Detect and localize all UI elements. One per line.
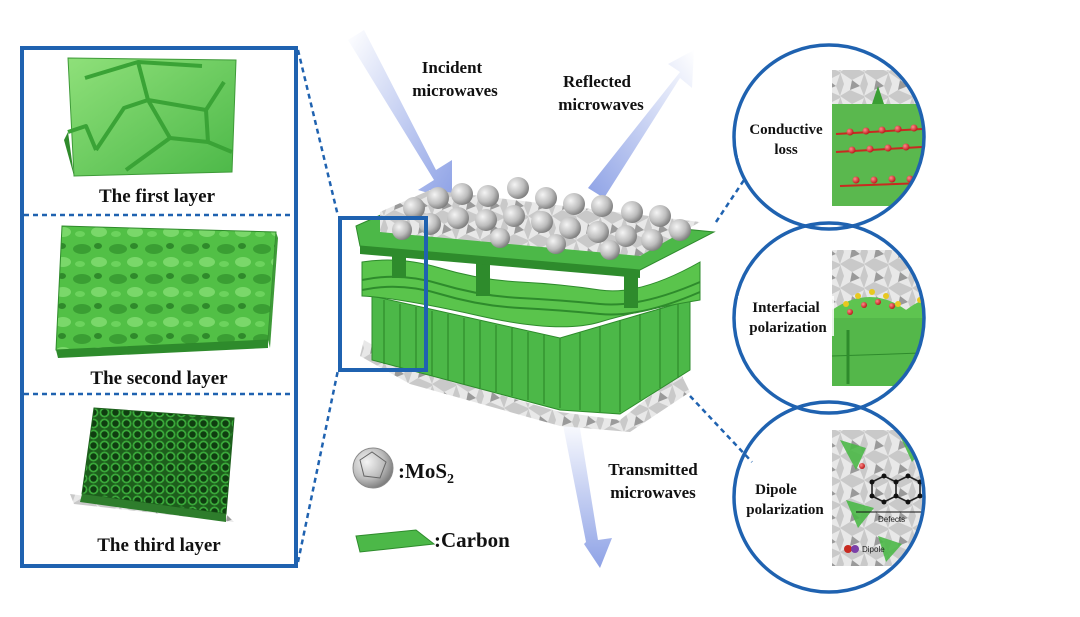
mos2-legend-label: :MoS2 [398,459,454,487]
defects-tag: Defects [878,515,905,524]
carbon-legend-icon [355,529,436,553]
svg-text:Reflected: Reflected [563,72,632,91]
dipole-polarization-label-line2: polarization [746,502,824,518]
second-layer-caption: The second layer [90,368,228,389]
reflected-arrow [588,50,694,198]
mechanism-connector-bottom [689,395,753,463]
third-layer-caption: The third layer [97,535,221,556]
zoom-connector-bottom [296,369,340,563]
interfacial-polarization-panel: Interfacial polarization [732,221,926,415]
transmitted-label: Transmitted microwaves [608,460,698,502]
zoom-box [338,216,428,372]
conductive-loss-label: Conductive [749,122,823,138]
second-layer-image [55,225,278,358]
incident-arrow [348,30,452,200]
svg-text:Incident: Incident [422,58,483,77]
reflected-label: Reflected microwaves [558,72,644,114]
svg-text:microwaves: microwaves [610,483,696,502]
zoom-connector-top [296,49,340,217]
dipole-polarization-label: Dipole [755,482,797,498]
interfacial-polarization-label-line2: polarization [749,320,827,336]
mechanism-connector-top [714,179,746,223]
svg-text:microwaves: microwaves [412,81,498,100]
carbon-legend-label: :Carbon [434,528,510,552]
first-layer-caption: The first layer [99,186,216,207]
conductive-loss-frame [732,43,926,231]
layers-panel: The first layer The second layer The thi… [20,46,298,568]
third-layer-image [70,407,235,522]
incident-label: Incident microwaves [412,58,498,100]
dipole-polarization-panel: Defects Dipole Dipole polarization [732,400,926,594]
layers-panel-frame [20,46,298,568]
svg-text:Transmitted: Transmitted [608,460,698,479]
first-layer-image [64,57,237,177]
absorber-structure [355,177,716,432]
svg-text:microwaves: microwaves [558,95,644,114]
interfacial-polarization-frame [732,221,926,415]
dipole-polarization-frame [732,400,926,594]
conductive-loss-panel: Conductive loss [732,43,926,231]
interfacial-polarization-label: Interfacial [752,300,819,316]
dipole-tag: Dipole [862,545,885,554]
legend: :MoS2 :Carbon [352,447,510,553]
mos2-legend-icon [352,447,394,489]
conductive-loss-label-line2: loss [774,142,798,158]
mos2-top-layer [380,177,700,260]
transmitted-arrow [562,416,612,568]
